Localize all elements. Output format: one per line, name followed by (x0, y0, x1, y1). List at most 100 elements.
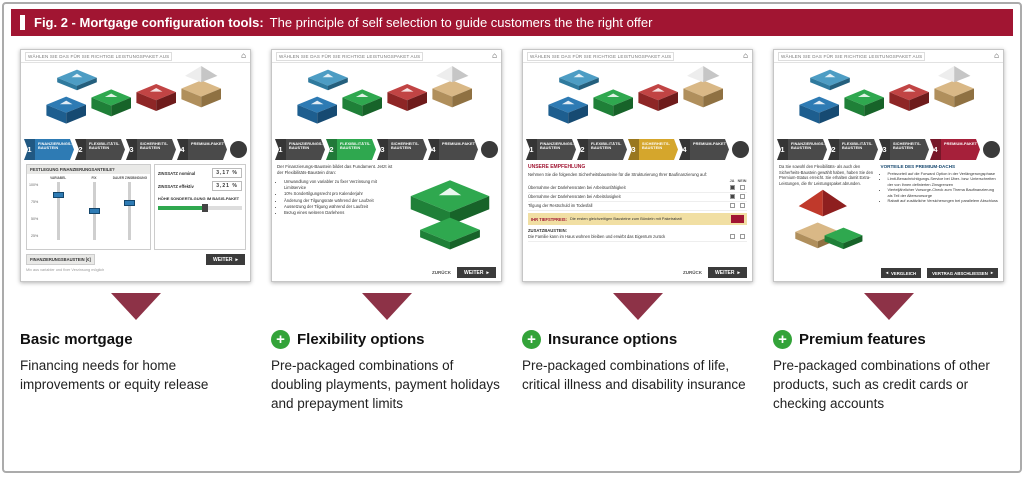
empfehlung-heading: UNSERE EMPFEHLUNG (528, 164, 586, 170)
flexibility-item: Umwandlung von variabler zu fixer Verzin… (284, 179, 400, 192)
slider-variabel: VARIABEL (40, 176, 76, 240)
step-sicherheits-baustein[interactable]: 3 SICHERHEITS-BAUSTEIN (628, 139, 678, 160)
step-label: FINANZIERUNGS-BAUSTEIN (38, 141, 72, 150)
step-label: FINANZIERUNGS-BAUSTEIN (791, 141, 825, 150)
step-sicherheits-baustein[interactable]: 3 SICHERHEITS-BAUSTEIN (377, 139, 427, 160)
step-label: PREMIUM-PAKET (944, 141, 978, 146)
zurueck-link[interactable]: ZURÜCK (432, 270, 452, 275)
ja-nein-header: JA NEIN (528, 179, 747, 183)
weiter-button[interactable]: WEITER ▸ (708, 267, 747, 278)
topbar-title: WÄHLEN SIE DAS FÜR SIE RICHTIGE LEISTUNG… (527, 51, 675, 61)
step-premium-paket[interactable]: 4 PREMIUM-PAKET (177, 139, 227, 160)
insurance-option-row: Tilgung der Restschuld im Todesfall (528, 202, 747, 211)
flexibility-text: Der Finanzierungs-Baustein bildet das Fu… (277, 164, 400, 262)
weiter-button[interactable]: WEITER ▸ (206, 254, 245, 265)
step-number: 3 (126, 139, 137, 160)
flexibility-item: 10% Sondertilgungsrecht pro Kalenderjahr (284, 191, 400, 197)
weiter-button[interactable]: WEITER ▸ (457, 267, 496, 278)
plus-icon: + (271, 330, 290, 349)
column-heading: + Flexibility options (271, 329, 502, 350)
step-number: 4 (679, 139, 690, 160)
slider-fix: FIX (76, 176, 112, 240)
nein-checkbox[interactable] (739, 185, 745, 190)
step-premium-paket[interactable]: 4 PREMIUM-PAKET (930, 139, 980, 160)
home-icon[interactable]: ⌂ (492, 51, 497, 60)
vertrag-button[interactable]: VERTRAG ABSCHLIESSEN ▸ (927, 268, 998, 278)
down-arrow (110, 293, 161, 320)
tiefstpreis-banner: IHR TIEFSTPREIS: Die ersten gleichzeitig… (528, 213, 747, 226)
slider-handle[interactable] (124, 200, 136, 206)
heading-text: Flexibility options (297, 331, 425, 348)
down-arrow (612, 293, 663, 320)
step-flexibilitaets-baustein[interactable]: 2 FLEXIBILITÄTS-BAUSTEIN (75, 139, 125, 160)
rate-effektiv-value: 3,21 % (212, 181, 242, 191)
rate-effektiv-label: ZINSSATZ effektiv (157, 183, 194, 189)
nein-checkbox[interactable] (739, 234, 745, 240)
zurueck-link[interactable]: ZURÜCK (683, 270, 703, 275)
ja-checkbox[interactable] (729, 194, 735, 200)
flexibility-item: Bezug eines weiteren Darlehens (284, 210, 400, 216)
step-label: FLEXIBILITÄTS-BAUSTEIN (842, 141, 873, 150)
detail-actions: ◂ VERGLEICH VERTRAG ABSCHLIESSEN ▸ (880, 268, 998, 278)
slider-track[interactable] (52, 182, 64, 240)
step-label: PREMIUM-PAKET (693, 141, 727, 146)
screenshot-insurance-options: WÄHLEN SIE DAS FÜR SIE RICHTIGE LEISTUNG… (522, 49, 753, 282)
column-premium-features: WÄHLEN SIE DAS FÜR SIE RICHTIGE LEISTUNG… (773, 49, 1004, 414)
nein-checkbox[interactable] (739, 203, 745, 209)
slider-handle[interactable] (202, 204, 209, 213)
vergleich-label: VERGLEICH (891, 270, 917, 276)
slider-track[interactable] (124, 182, 136, 240)
home-icon[interactable]: ⌂ (994, 51, 999, 60)
column-heading: + Premium features (773, 329, 1004, 350)
isometric-blocks-graphic (46, 66, 221, 124)
weiter-label: WEITER (464, 269, 484, 276)
column-description: Pre-packaged combinations of doubling pl… (271, 358, 500, 411)
insurance-option-row: Übernahme der Darlehensraten bei Arbeits… (528, 183, 747, 193)
arrow-right-icon: ▸ (737, 269, 740, 276)
footnote: Mix aus variabler und fixer Verzinsung m… (26, 268, 105, 272)
axis-label: 50% (31, 217, 39, 221)
step-flexibilitaets-baustein[interactable]: 2 FLEXIBILITÄTS-BAUSTEIN (828, 139, 878, 160)
sondertilgung-label: HÖHE SONDERTILGUNG IM BASIS-PAKET (157, 196, 240, 201)
ja-checkbox[interactable] (729, 234, 735, 240)
step-sicherheits-baustein[interactable]: 3 SICHERHEITS-BAUSTEIN (879, 139, 929, 160)
step-premium-paket[interactable]: 4 PREMIUM-PAKET (428, 139, 478, 160)
step-navigation: 1 FINANZIERUNGS-BAUSTEIN 2 FLEXIBILITÄTS… (523, 139, 752, 160)
step-label: PREMIUM-PAKET (442, 141, 476, 146)
home-icon[interactable]: ⌂ (241, 51, 246, 60)
step-flexibilitaets-baustein[interactable]: 2 FLEXIBILITÄTS-BAUSTEIN (326, 139, 376, 160)
slider-track[interactable] (88, 182, 100, 240)
ja-checkbox[interactable] (729, 185, 735, 190)
slider-header: DAUER ZINSBINDUNG (112, 176, 148, 180)
step-finanzierungs-baustein[interactable]: 1 FINANZIERUNGS-BAUSTEIN (777, 139, 827, 160)
ja-checkbox[interactable] (729, 203, 735, 209)
column-heading: + Insurance options (522, 329, 753, 350)
step-finanzierungs-baustein[interactable]: 1 FINANZIERUNGS-BAUSTEIN (24, 139, 74, 160)
step-label: SICHERHEITS-BAUSTEIN (140, 141, 168, 150)
slider-handle[interactable] (88, 208, 100, 214)
step-sicherheits-baustein[interactable]: 3 SICHERHEITS-BAUSTEIN (126, 139, 176, 160)
step-premium-paket[interactable]: 4 PREMIUM-PAKET (679, 139, 729, 160)
blocks-area (272, 63, 501, 139)
step-flexibilitaets-baustein[interactable]: 2 FLEXIBILITÄTS-BAUSTEIN (577, 139, 627, 160)
slider-handle[interactable] (52, 192, 64, 198)
vergleich-button[interactable]: ◂ VERGLEICH (880, 268, 922, 278)
price-badge (731, 215, 744, 224)
nein-checkbox[interactable] (739, 194, 745, 200)
detail-panel-insurance: UNSERE EMPFEHLUNG Nehmen Sie die folgend… (523, 160, 752, 281)
rate-row-effektiv: ZINSSATZ effektiv 3,21 % (158, 181, 242, 191)
screenshot-basic-mortgage: WÄHLEN SIE DAS FÜR SIE RICHTIGE LEISTUNG… (20, 49, 251, 282)
step-label: FLEXIBILITÄTS-BAUSTEIN (89, 141, 120, 150)
step-finanzierungs-baustein[interactable]: 1 FINANZIERUNGS-BAUSTEIN (526, 139, 576, 160)
column-description: Pre-packaged combinations of life, criti… (522, 358, 746, 392)
sondertilgung-slider[interactable] (157, 204, 242, 213)
rate-nominal-label: ZINSSATZ nominal (157, 170, 196, 176)
isometric-blocks-graphic (799, 66, 974, 124)
column-insurance-options: WÄHLEN SIE DAS FÜR SIE RICHTIGE LEISTUNG… (522, 49, 753, 414)
step-finanzierungs-baustein[interactable]: 1 FINANZIERUNGS-BAUSTEIN (275, 139, 325, 160)
step-label: SICHERHEITS-BAUSTEIN (893, 141, 921, 150)
figure-title: The principle of self selection to guide… (269, 15, 653, 30)
premium-art (779, 188, 878, 250)
home-icon[interactable]: ⌂ (743, 51, 748, 60)
